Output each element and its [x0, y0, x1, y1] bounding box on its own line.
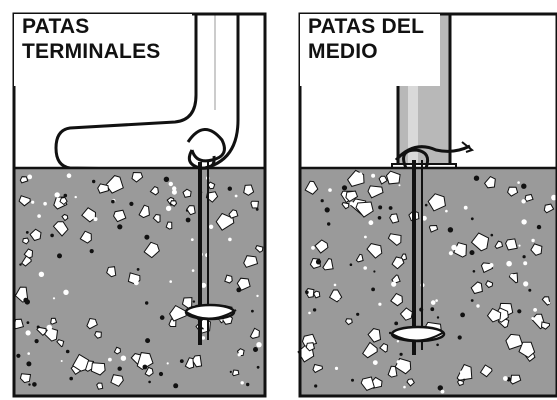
- middle-legs-panel: PATAS DEL MEDIO: [286, 0, 557, 400]
- title-line-1: PATAS: [22, 15, 90, 38]
- auger-anchor-icon: [184, 128, 237, 345]
- title-line-1: PATAS DEL: [308, 15, 425, 38]
- bent-leg-pipe: [54, 12, 240, 172]
- end-legs-panel: PATAS TERMINALES: [0, 0, 271, 400]
- title-line-2: TERMINALES: [22, 40, 161, 63]
- end-legs-illustration: [12, 12, 267, 398]
- middle-legs-illustration: [297, 12, 557, 398]
- auger-anchor-icon: [390, 141, 475, 355]
- gravel-texture: [13, 171, 264, 390]
- panel-title: PATAS TERMINALES: [22, 14, 161, 64]
- ground: [300, 168, 557, 396]
- gravel-texture: [297, 169, 557, 394]
- panel-title: PATAS DEL MEDIO: [308, 14, 424, 64]
- title-line-2: MEDIO: [308, 40, 378, 63]
